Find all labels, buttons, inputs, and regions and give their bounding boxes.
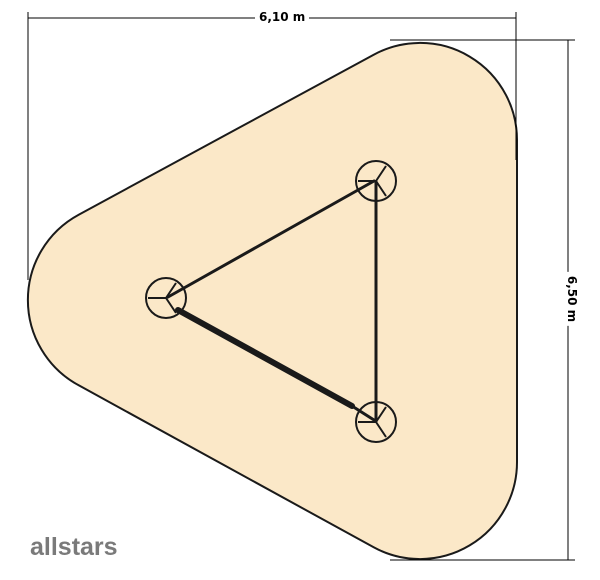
brand-logo: allstars bbox=[30, 533, 118, 561]
post-top-right bbox=[355, 160, 397, 202]
rope-structure bbox=[166, 179, 378, 423]
post-bottom-right bbox=[355, 401, 397, 443]
post-left bbox=[145, 277, 187, 319]
width-label: 6,10 m bbox=[255, 10, 310, 24]
safety-area bbox=[26, 41, 518, 561]
height-label: 6,50 m bbox=[565, 271, 580, 327]
